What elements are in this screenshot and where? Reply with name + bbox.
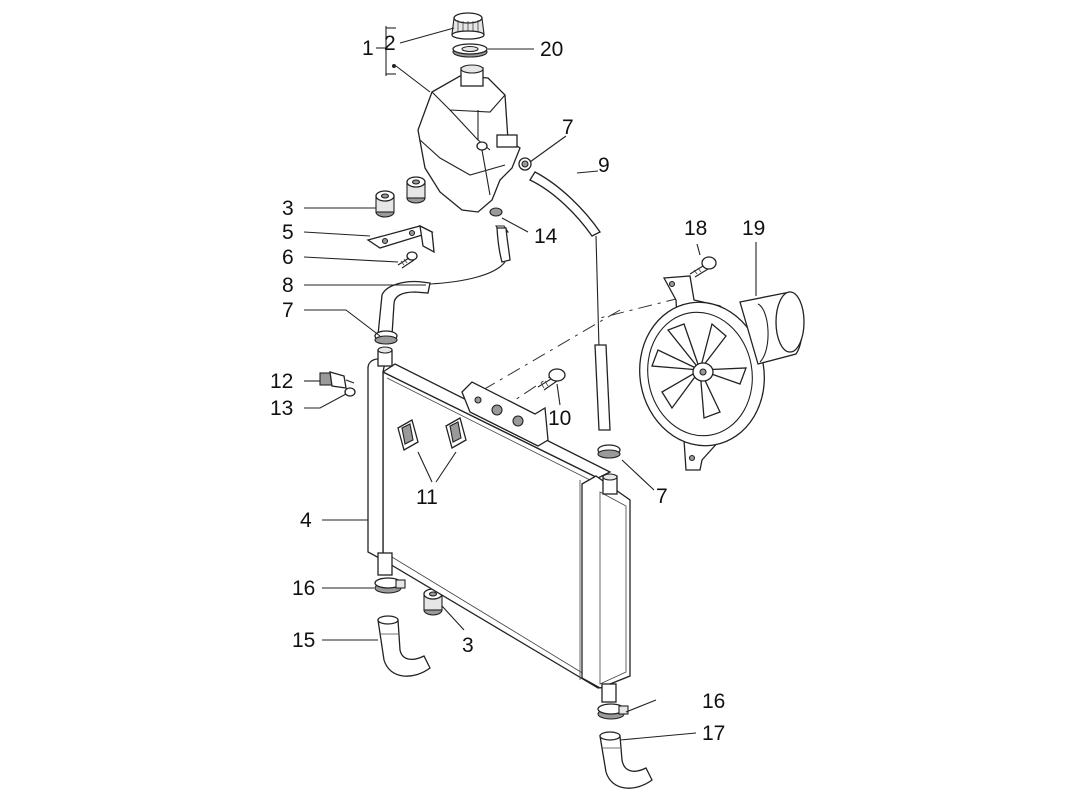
tank-bracket <box>366 224 435 254</box>
callout-10: 10 <box>548 407 571 430</box>
callout-7: 7 <box>656 485 668 508</box>
hose-clip <box>518 157 532 171</box>
hose-clip <box>597 444 621 459</box>
callout-7: 7 <box>562 116 574 139</box>
callout-6: 6 <box>282 246 294 269</box>
bracket-screw <box>397 251 418 269</box>
callout-3: 3 <box>462 634 474 657</box>
callout-12: 12 <box>270 370 293 393</box>
callout-9: 9 <box>598 154 610 177</box>
callout-16: 16 <box>292 577 315 600</box>
callout-4: 4 <box>300 509 312 532</box>
callout-11: 11 <box>416 486 438 509</box>
cap-seal <box>452 43 488 58</box>
rubber-mount-lower <box>423 588 443 616</box>
hose-clip-16 <box>374 577 406 594</box>
callout-5: 5 <box>282 221 294 244</box>
callout-labels: 1 2 20 7 9 3 5 6 14 18 19 8 7 12 13 10 1… <box>270 32 765 745</box>
rubber-mount <box>406 176 426 204</box>
callout-1: 1 <box>362 37 374 60</box>
callout-15: 15 <box>292 629 315 652</box>
callout-13: 13 <box>270 397 293 420</box>
clip-11 <box>397 419 419 451</box>
callout-8: 8 <box>282 274 294 297</box>
callout-7: 7 <box>282 299 294 322</box>
callout-16: 16 <box>702 690 725 713</box>
hose-clip <box>374 330 398 345</box>
rubber-mount <box>375 190 395 218</box>
tank-cap <box>451 12 485 40</box>
lower-hose-17 <box>599 731 653 789</box>
thermo-switch <box>319 371 355 389</box>
lower-hose-15 <box>377 615 431 677</box>
hose-clip-16 <box>597 703 629 720</box>
callout-19: 19 <box>742 217 765 240</box>
leader-lines <box>303 26 757 741</box>
clip-11 <box>445 417 467 449</box>
callout-14: 14 <box>534 225 558 248</box>
washer <box>344 387 356 397</box>
overflow-hose-9 <box>529 171 611 431</box>
fan-blades <box>651 322 747 419</box>
callout-18: 18 <box>684 217 707 240</box>
hose-8 <box>377 280 431 336</box>
bolt-10 <box>537 368 566 391</box>
callout-3: 3 <box>282 197 294 220</box>
expansion-tank <box>417 75 521 217</box>
callout-20: 20 <box>540 38 563 61</box>
callout-2: 2 <box>384 32 396 55</box>
fan-screw <box>689 256 717 278</box>
fan-motor <box>739 291 805 365</box>
callout-17: 17 <box>702 722 725 745</box>
radiator <box>367 346 631 703</box>
tank-return-hose <box>429 225 511 285</box>
tank-filler-neck <box>460 64 484 87</box>
